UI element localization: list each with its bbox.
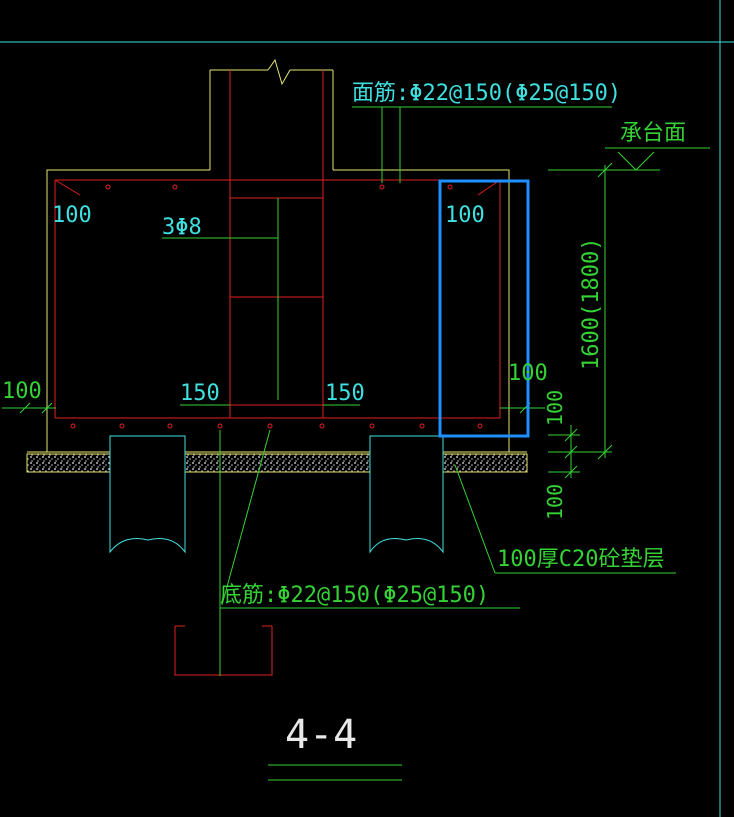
dimension-lines: [2, 106, 710, 781]
piles: [109, 435, 444, 554]
bottom-rebar-label: 底筋:Φ22@150(Φ25@150): [220, 583, 489, 608]
dim-right-outer-label: 100: [508, 361, 548, 386]
stirrup-label: 3Φ8: [162, 215, 202, 240]
cap-surface-label: 承台面: [620, 121, 686, 146]
selection-box[interactable]: [438, 179, 530, 438]
section-title: 4-4: [285, 712, 357, 758]
dim-vertical-100-a: 100: [543, 390, 567, 426]
dim-vertical-100-b: 100: [543, 484, 567, 520]
cushion-label: 100厚C20砼垫层: [497, 547, 664, 572]
height-label: 1600(1800): [579, 238, 604, 370]
dim-right-150-label: 150: [325, 381, 365, 406]
column-outline: [209, 58, 334, 170]
dim-left-outer-label: 100: [2, 379, 42, 404]
rebar-cage: [54, 70, 501, 676]
rebar-dots: [70, 184, 483, 429]
cover-left-label: 100: [52, 203, 92, 228]
dim-left-150-label: 150: [180, 381, 220, 406]
cushion-layer: [26, 451, 528, 473]
cover-right-label: 100: [445, 203, 485, 228]
top-rebar-label: 面筋:Φ22@150(Φ25@150): [352, 81, 621, 106]
pile-cap-outline: [46, 169, 510, 452]
